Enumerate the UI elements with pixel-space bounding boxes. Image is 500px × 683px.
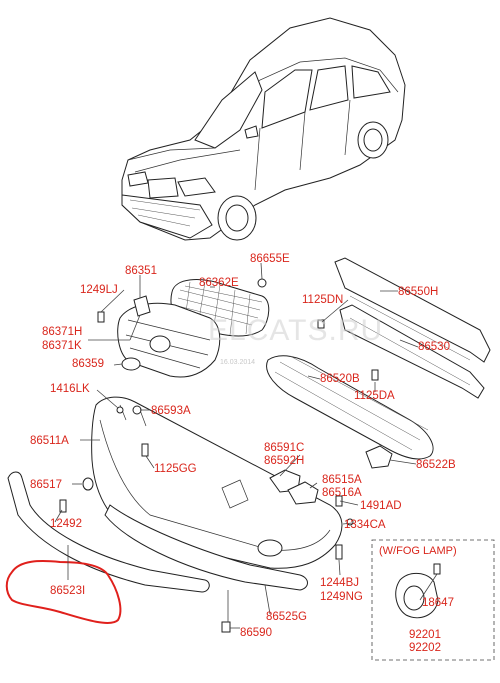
- bumper-cover: [91, 396, 343, 569]
- label-1244BJ: 1244BJ: [320, 577, 359, 589]
- label-86351: 86351: [125, 265, 157, 277]
- grille-frame: [117, 295, 221, 378]
- label-86371K: 86371K: [42, 340, 82, 352]
- label-12492: 12492: [50, 518, 82, 530]
- highlight-loop: [5, 560, 122, 624]
- leader-lines: [54, 262, 438, 629]
- side-brackets: [269, 445, 393, 505]
- label-86550H: 86550H: [398, 286, 438, 298]
- energy-absorber: [266, 355, 434, 460]
- lower-trim-strip: [7, 471, 210, 593]
- fog-lamp-box: (W/FOG LAMP): [371, 539, 495, 661]
- label-86362E: 86362E: [199, 277, 239, 289]
- part-labels: 86655E 86351 86362E 1249LJ 1125DN 86550H…: [30, 253, 456, 654]
- label-86511A: 86511A: [30, 435, 69, 447]
- label-86520B: 86520B: [320, 373, 360, 385]
- label-86522B: 86522B: [416, 459, 456, 471]
- label-18647: 18647: [422, 597, 454, 609]
- watermark-date: 16.03.2014: [220, 359, 255, 366]
- label-1125GG: 1125GG: [154, 463, 197, 475]
- label-1491AD: 1491AD: [360, 500, 402, 512]
- label-86590: 86590: [240, 627, 272, 639]
- label-1249LJ: 1249LJ: [80, 284, 118, 296]
- label-86515A: 86515A: [322, 474, 362, 486]
- bumper-reinforcement: [334, 257, 491, 399]
- label-1125DA: 1125DA: [354, 390, 395, 402]
- label-86530: 86530: [418, 341, 450, 353]
- car-illustration: [121, 17, 406, 241]
- label-1249NG: 1249NG: [320, 591, 363, 603]
- label-1416LK: 1416LK: [50, 383, 90, 395]
- label-86591C: 86591C: [264, 442, 304, 454]
- label-1334CA: 1334CA: [344, 519, 386, 531]
- fog-lamp-box-title: (W/FOG LAMP): [379, 545, 457, 557]
- label-92201: 92201: [409, 629, 441, 641]
- label-86371H: 86371H: [42, 326, 82, 338]
- lower-skirt: [104, 504, 308, 591]
- label-86592H: 86592H: [264, 455, 304, 467]
- label-92202: 92202: [409, 642, 441, 654]
- label-86655E: 86655E: [250, 253, 290, 265]
- watermark: ELCATS.RU: [208, 314, 383, 347]
- label-86525G: 86525G: [266, 611, 307, 623]
- label-1125DN: 1125DN: [302, 294, 343, 306]
- label-86359: 86359: [72, 358, 104, 370]
- label-86523I: 86523I: [50, 585, 85, 597]
- label-86593A: 86593A: [151, 405, 191, 417]
- label-86516A: 86516A: [322, 487, 362, 499]
- label-86517: 86517: [30, 479, 62, 491]
